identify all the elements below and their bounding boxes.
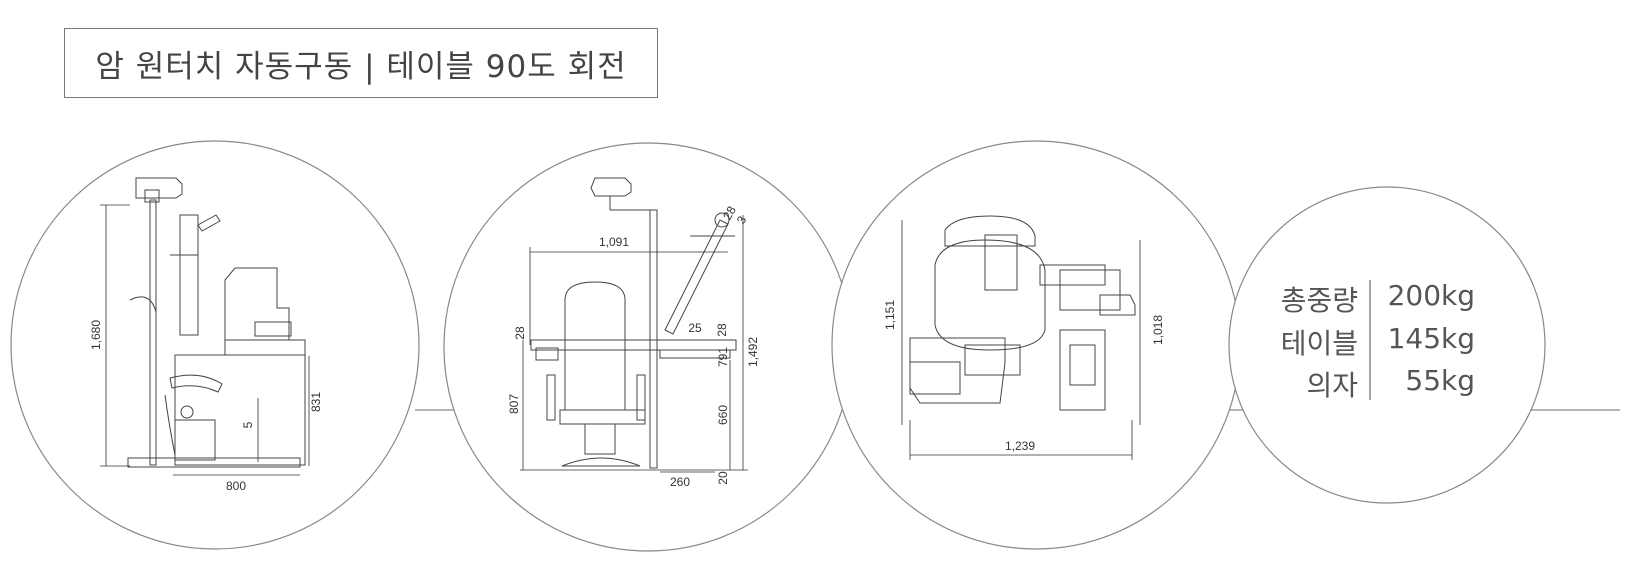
view1-dim-width: 800	[226, 479, 246, 493]
weight-label-chair: 의자	[1306, 369, 1358, 402]
view2-dim-left-28: 28	[513, 326, 527, 340]
weight-value-total: 200kg	[1387, 279, 1475, 312]
view2-dim-arm-28: 28	[720, 203, 739, 222]
view1-dim-seat: 5	[241, 421, 255, 428]
weight-label-table: 테이블	[1280, 327, 1358, 360]
view3-dim-length: 1,151	[883, 300, 897, 330]
view2-dim-660: 660	[716, 405, 730, 425]
view-circle-2	[443, 142, 853, 552]
weights-circle	[1228, 186, 1546, 504]
view2-dim-807: 807	[507, 394, 521, 414]
view2-dim-right-28: 28	[715, 323, 729, 337]
view1-dim-table-height: 831	[309, 392, 323, 412]
view-circle-3	[831, 140, 1241, 550]
view1-drawing	[127, 177, 306, 468]
view-circle-1	[10, 140, 420, 550]
weight-value-chair: 55kg	[1405, 364, 1475, 397]
view2-dim-width: 1,091	[599, 235, 629, 249]
weight-label-total: 총중량	[1280, 284, 1358, 317]
view2-dim-791: 791	[716, 347, 730, 367]
title-box: 암 원터치 자동구동 | 테이블 90도 회전	[64, 28, 658, 98]
view3-drawing	[909, 215, 1136, 411]
view2-dim-20: 20	[716, 471, 730, 485]
view2-dim-height: 1,492	[746, 337, 760, 367]
view2-dim-260: 260	[670, 475, 690, 489]
view2-dimension-lines	[520, 215, 748, 473]
page-title: 암 원터치 자동구동 | 테이블 90도 회전	[95, 48, 627, 85]
view3-dim-width: 1,239	[1005, 439, 1035, 453]
view3-dim-depth: 1,018	[1151, 315, 1165, 345]
view1-dim-height: 1,680	[89, 320, 103, 350]
view2-dim-25: 25	[688, 321, 702, 335]
weight-value-table: 145kg	[1387, 322, 1475, 355]
view2-drawing	[530, 177, 737, 469]
view1-dimension-lines	[100, 204, 310, 476]
view3-dimension-lines	[901, 220, 1141, 460]
